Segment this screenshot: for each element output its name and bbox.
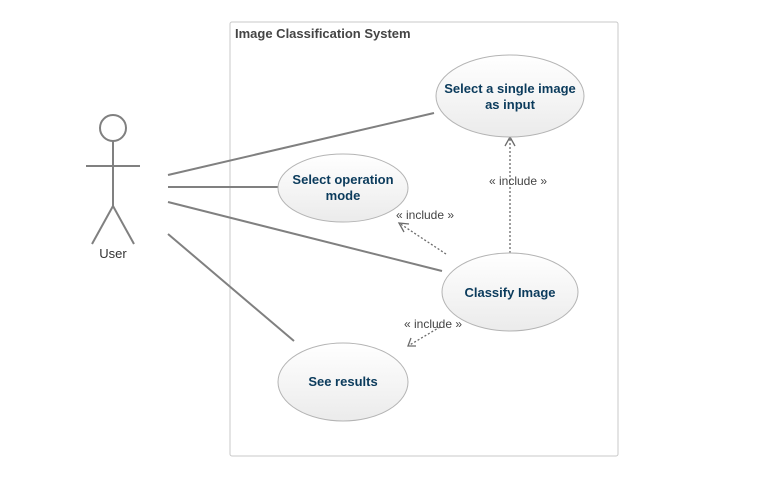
associations [167,112,443,342]
actor-right-leg [112,205,135,245]
include-dependencies [398,137,511,347]
use-case-classify-image[interactable]: Classify Image [441,252,579,332]
use-case-select-image[interactable]: Select a single image as input [435,54,585,138]
arrowhead-select-mode [397,222,410,233]
use-case-see-results-shape [277,342,409,422]
actor-label: User [99,246,127,261]
use-case-select-mode-line1: Select operation [292,172,393,187]
stick-figure-icon [86,114,140,245]
arrowhead-see-results [407,337,416,347]
use-case-see-results[interactable]: See results [277,342,409,422]
use-case-select-mode[interactable]: Select operation mode [277,153,409,223]
include-line-select-mode[interactable] [398,222,447,255]
include-label-select-mode: « include » [396,208,454,222]
use-case-select-image-line1: Select a single image [444,81,576,96]
use-case-classify-image-label: Classify Image [464,285,555,300]
use-case-select-image-shape [435,54,585,138]
include-label-select-image: « include » [489,174,547,188]
use-case-classify-image-shape [441,252,579,332]
system-title: Image Classification System [235,26,411,41]
use-case-select-mode-shape [277,153,409,223]
actor-head [99,114,127,142]
association-select-image[interactable] [167,112,435,176]
actor-left-leg [91,205,114,245]
actor-user[interactable]: User [86,114,140,261]
use-case-see-results-label: See results [308,374,377,389]
use-case-select-mode-line2: mode [326,188,361,203]
use-case-select-image-line2: as input [485,97,536,112]
include-label-see-results: « include » [404,317,462,331]
association-classify[interactable] [167,201,443,272]
association-see-results[interactable] [167,233,295,342]
